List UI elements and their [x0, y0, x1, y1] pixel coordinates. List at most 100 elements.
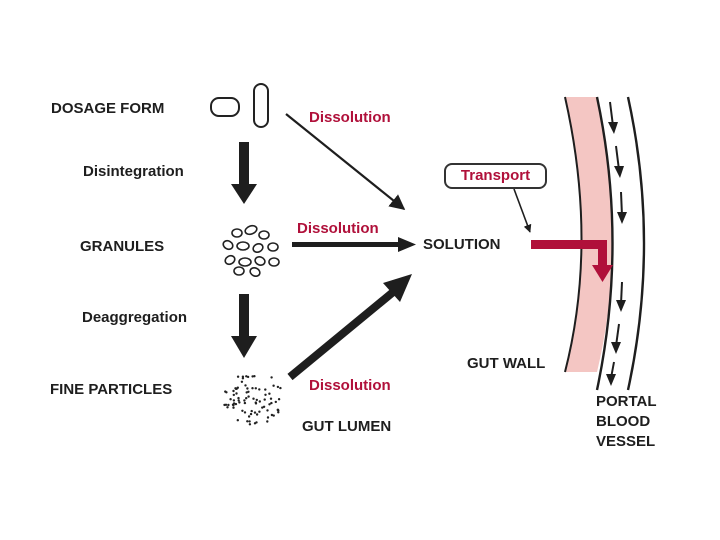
particle-dot — [236, 375, 240, 378]
portal-blood-vessel-label: PORTAL BLOOD VESSEL — [596, 392, 657, 452]
particle-dot — [279, 386, 282, 390]
particle-dot — [268, 403, 271, 406]
particle-dot — [255, 398, 258, 402]
particle-dot — [264, 388, 267, 391]
particle-dot — [240, 380, 244, 383]
particle-dot — [258, 410, 261, 413]
particle-dot — [223, 403, 226, 407]
particle-dot — [248, 423, 252, 426]
dissolution-label-1: Dissolution — [309, 109, 391, 126]
particle-dot — [276, 385, 280, 389]
particle-dot — [248, 420, 251, 423]
dissolution-label-2: Dissolution — [297, 220, 379, 237]
vessel-wall-right — [626, 96, 646, 391]
transport-arrow — [531, 240, 613, 282]
particle-dot — [255, 413, 259, 416]
particle-dot — [236, 419, 239, 422]
particle-dot — [238, 401, 241, 404]
particle-dot — [235, 392, 238, 395]
particle-dot — [268, 392, 271, 395]
particle-dot — [266, 416, 270, 419]
particle-dot — [246, 375, 250, 379]
disintegration-label: Disintegration — [83, 163, 184, 180]
particle-dot — [262, 405, 266, 408]
particle-dot — [261, 406, 264, 409]
transport-pointer — [513, 188, 532, 233]
particle-dot — [253, 375, 256, 378]
particle-dot — [250, 409, 253, 413]
particle-dot — [245, 375, 248, 378]
particle-dot — [254, 401, 257, 404]
particle-dot — [272, 384, 275, 387]
dosage-form-label: DOSAGE FORM — [51, 100, 165, 117]
particle-dot — [245, 391, 248, 394]
particle-dot — [258, 400, 261, 403]
gut-wall-inner-edge — [564, 96, 583, 373]
solution-label: SOLUTION — [423, 236, 501, 253]
deaggregation-arrow — [231, 294, 257, 358]
particle-dot — [243, 399, 246, 402]
particle-dot — [227, 403, 230, 407]
deaggregation-label: Deaggregation — [82, 309, 188, 326]
particle-dot — [249, 412, 253, 416]
dissolution-arrow-1 — [285, 113, 406, 210]
particle-dot — [272, 414, 275, 417]
dissolution-label-3: Dissolution — [309, 377, 391, 394]
particle-dot — [244, 384, 247, 387]
particle-dot — [234, 402, 238, 406]
portal-label-line-3: VESSEL — [596, 433, 656, 450]
particle-dot — [264, 393, 267, 396]
particle-dot — [270, 413, 274, 417]
portal-label-line-2: BLOOD — [596, 413, 651, 430]
fine-particles-icon — [223, 375, 282, 426]
capsule-icon — [253, 83, 269, 128]
particle-dot — [241, 409, 244, 412]
particle-dot — [232, 393, 235, 397]
gut-lumen-label: GUT LUMEN — [302, 418, 392, 435]
particle-dot — [243, 411, 247, 414]
blood-flow-arrows — [606, 101, 627, 386]
particle-dot — [269, 397, 273, 400]
particle-dot — [232, 406, 235, 409]
granules-icon — [222, 224, 280, 277]
particle-dot — [277, 411, 280, 414]
fine-particles-label: FINE PARTICLES — [50, 381, 173, 398]
particle-dot — [246, 387, 249, 390]
gut-wall — [565, 97, 613, 372]
particle-dot — [277, 398, 281, 401]
particle-dot — [270, 376, 273, 379]
particle-dot — [224, 390, 227, 393]
particle-dot — [252, 397, 255, 400]
particle-dot — [266, 420, 269, 423]
particle-dot — [274, 400, 277, 404]
particle-dot — [246, 420, 249, 423]
particle-dot — [232, 399, 236, 402]
particle-dot — [254, 387, 257, 390]
particle-dot — [232, 389, 235, 393]
particle-dot — [229, 398, 232, 401]
portal-label-line-1: PORTAL — [596, 393, 657, 410]
gut-wall-label: GUT WALL — [467, 355, 546, 372]
particle-dot — [226, 406, 229, 409]
disintegration-arrow — [231, 142, 257, 204]
particle-dot — [237, 396, 240, 400]
particle-dot — [237, 399, 240, 402]
dissolution-arrow-2 — [292, 237, 416, 252]
particle-dot — [241, 375, 245, 378]
particle-dot — [253, 411, 257, 414]
particle-dot — [263, 398, 266, 401]
particle-dot — [258, 388, 261, 391]
particle-dot — [270, 401, 273, 405]
particle-dot — [266, 409, 269, 412]
particle-dot — [243, 401, 247, 405]
tablet-icon — [210, 97, 240, 117]
granules-label: GRANULES — [80, 238, 165, 255]
particle-dot — [234, 387, 237, 390]
particle-dot — [276, 408, 280, 411]
particle-dot — [247, 395, 250, 398]
particle-dot — [255, 421, 258, 424]
vessel-wall-left — [595, 96, 614, 391]
dissolution-arrow-3 — [287, 274, 412, 381]
transport-callout: Transport — [444, 163, 547, 189]
